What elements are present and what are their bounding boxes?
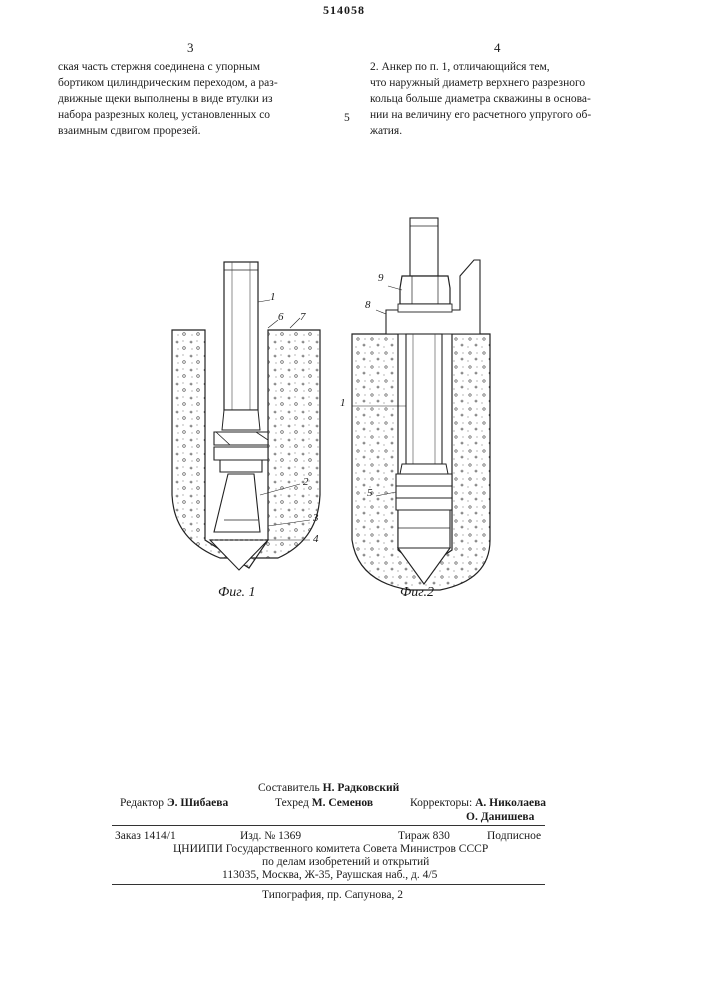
compiler-line: Составитель Н. Радковский [258,780,399,796]
techred-name: М. Семенов [312,797,373,809]
editor-name: Э. Шибаева [167,797,228,809]
figure-1-caption: Фиг. 1 [218,585,256,601]
text-line: 2. Анкер по п. 1, отличающийся тем, [370,59,640,75]
line-number: 5 [344,110,350,126]
printing-house: Типография, пр. Сапунова, 2 [262,887,403,903]
nut [400,276,450,304]
fig2-label-9: 9 [378,272,384,284]
figure-2-caption: Фиг.2 [400,585,434,601]
compiler-label: Составитель [258,782,320,794]
figure-2-drawing [340,210,505,600]
column-number-left: 3 [187,40,194,56]
compiler-name: Н. Радковский [323,782,400,794]
techred-label: Техред [275,797,309,809]
fig1-label-7: 7 [300,311,306,323]
text-line: что наружный диаметр верхнего разрезного [370,75,640,91]
fig1-label-4: 4 [313,533,319,545]
text-line: взаимным сдвигом прорезей. [58,123,328,139]
text-line: движные щеки выполнены в виде втулки из [58,91,328,107]
anchor-rod [406,334,442,464]
wedge-cone [214,474,260,532]
editor-line: Редактор Э. Шибаева [120,795,228,811]
fig2-label-8: 8 [365,299,371,311]
patent-number: 514058 [323,3,365,18]
editor-label: Редактор [120,797,164,809]
text-line: жатия. [370,123,640,139]
text-line: нии на величину его расчетного упругого … [370,107,640,123]
subscription: Подписное [487,828,541,844]
fig1-label-2: 2 [303,476,309,488]
text-line: ская часть стержня соединена с упорным [58,59,328,75]
correctors-label: Корректоры: [410,797,472,809]
figure-1-drawing [160,240,340,610]
anchor-rod [224,262,258,410]
text-line: набора разрезных колец, установленных со [58,107,328,123]
fig1-label-3: 3 [313,512,319,524]
text-line: бортиком цилиндрическим переходом, а раз… [58,75,328,91]
column-number-right: 4 [494,40,501,56]
corrector-2: О. Данишева [466,809,534,825]
fig1-label-1: 1 [270,291,276,303]
order-number: Заказ 1414/1 [115,828,176,844]
left-column-text: ская часть стержня соединена с упорным б… [58,59,328,139]
right-column-text: 2. Анкер по п. 1, отличающийся тем, что … [370,59,640,139]
org-line-3: 113035, Москва, Ж-35, Раушская наб., д. … [222,867,437,883]
footer-rule-bottom [112,884,545,885]
corrector-1: А. Николаева [475,797,546,809]
text-line: кольца больше диаметра скважины в основа… [370,91,640,107]
footer-rule-top [112,825,545,826]
techred-line: Техред М. Семенов [275,795,373,811]
fig2-label-1: 1 [340,397,346,409]
fig2-label-5: 5 [367,487,373,499]
fig1-label-6: 6 [278,311,284,323]
